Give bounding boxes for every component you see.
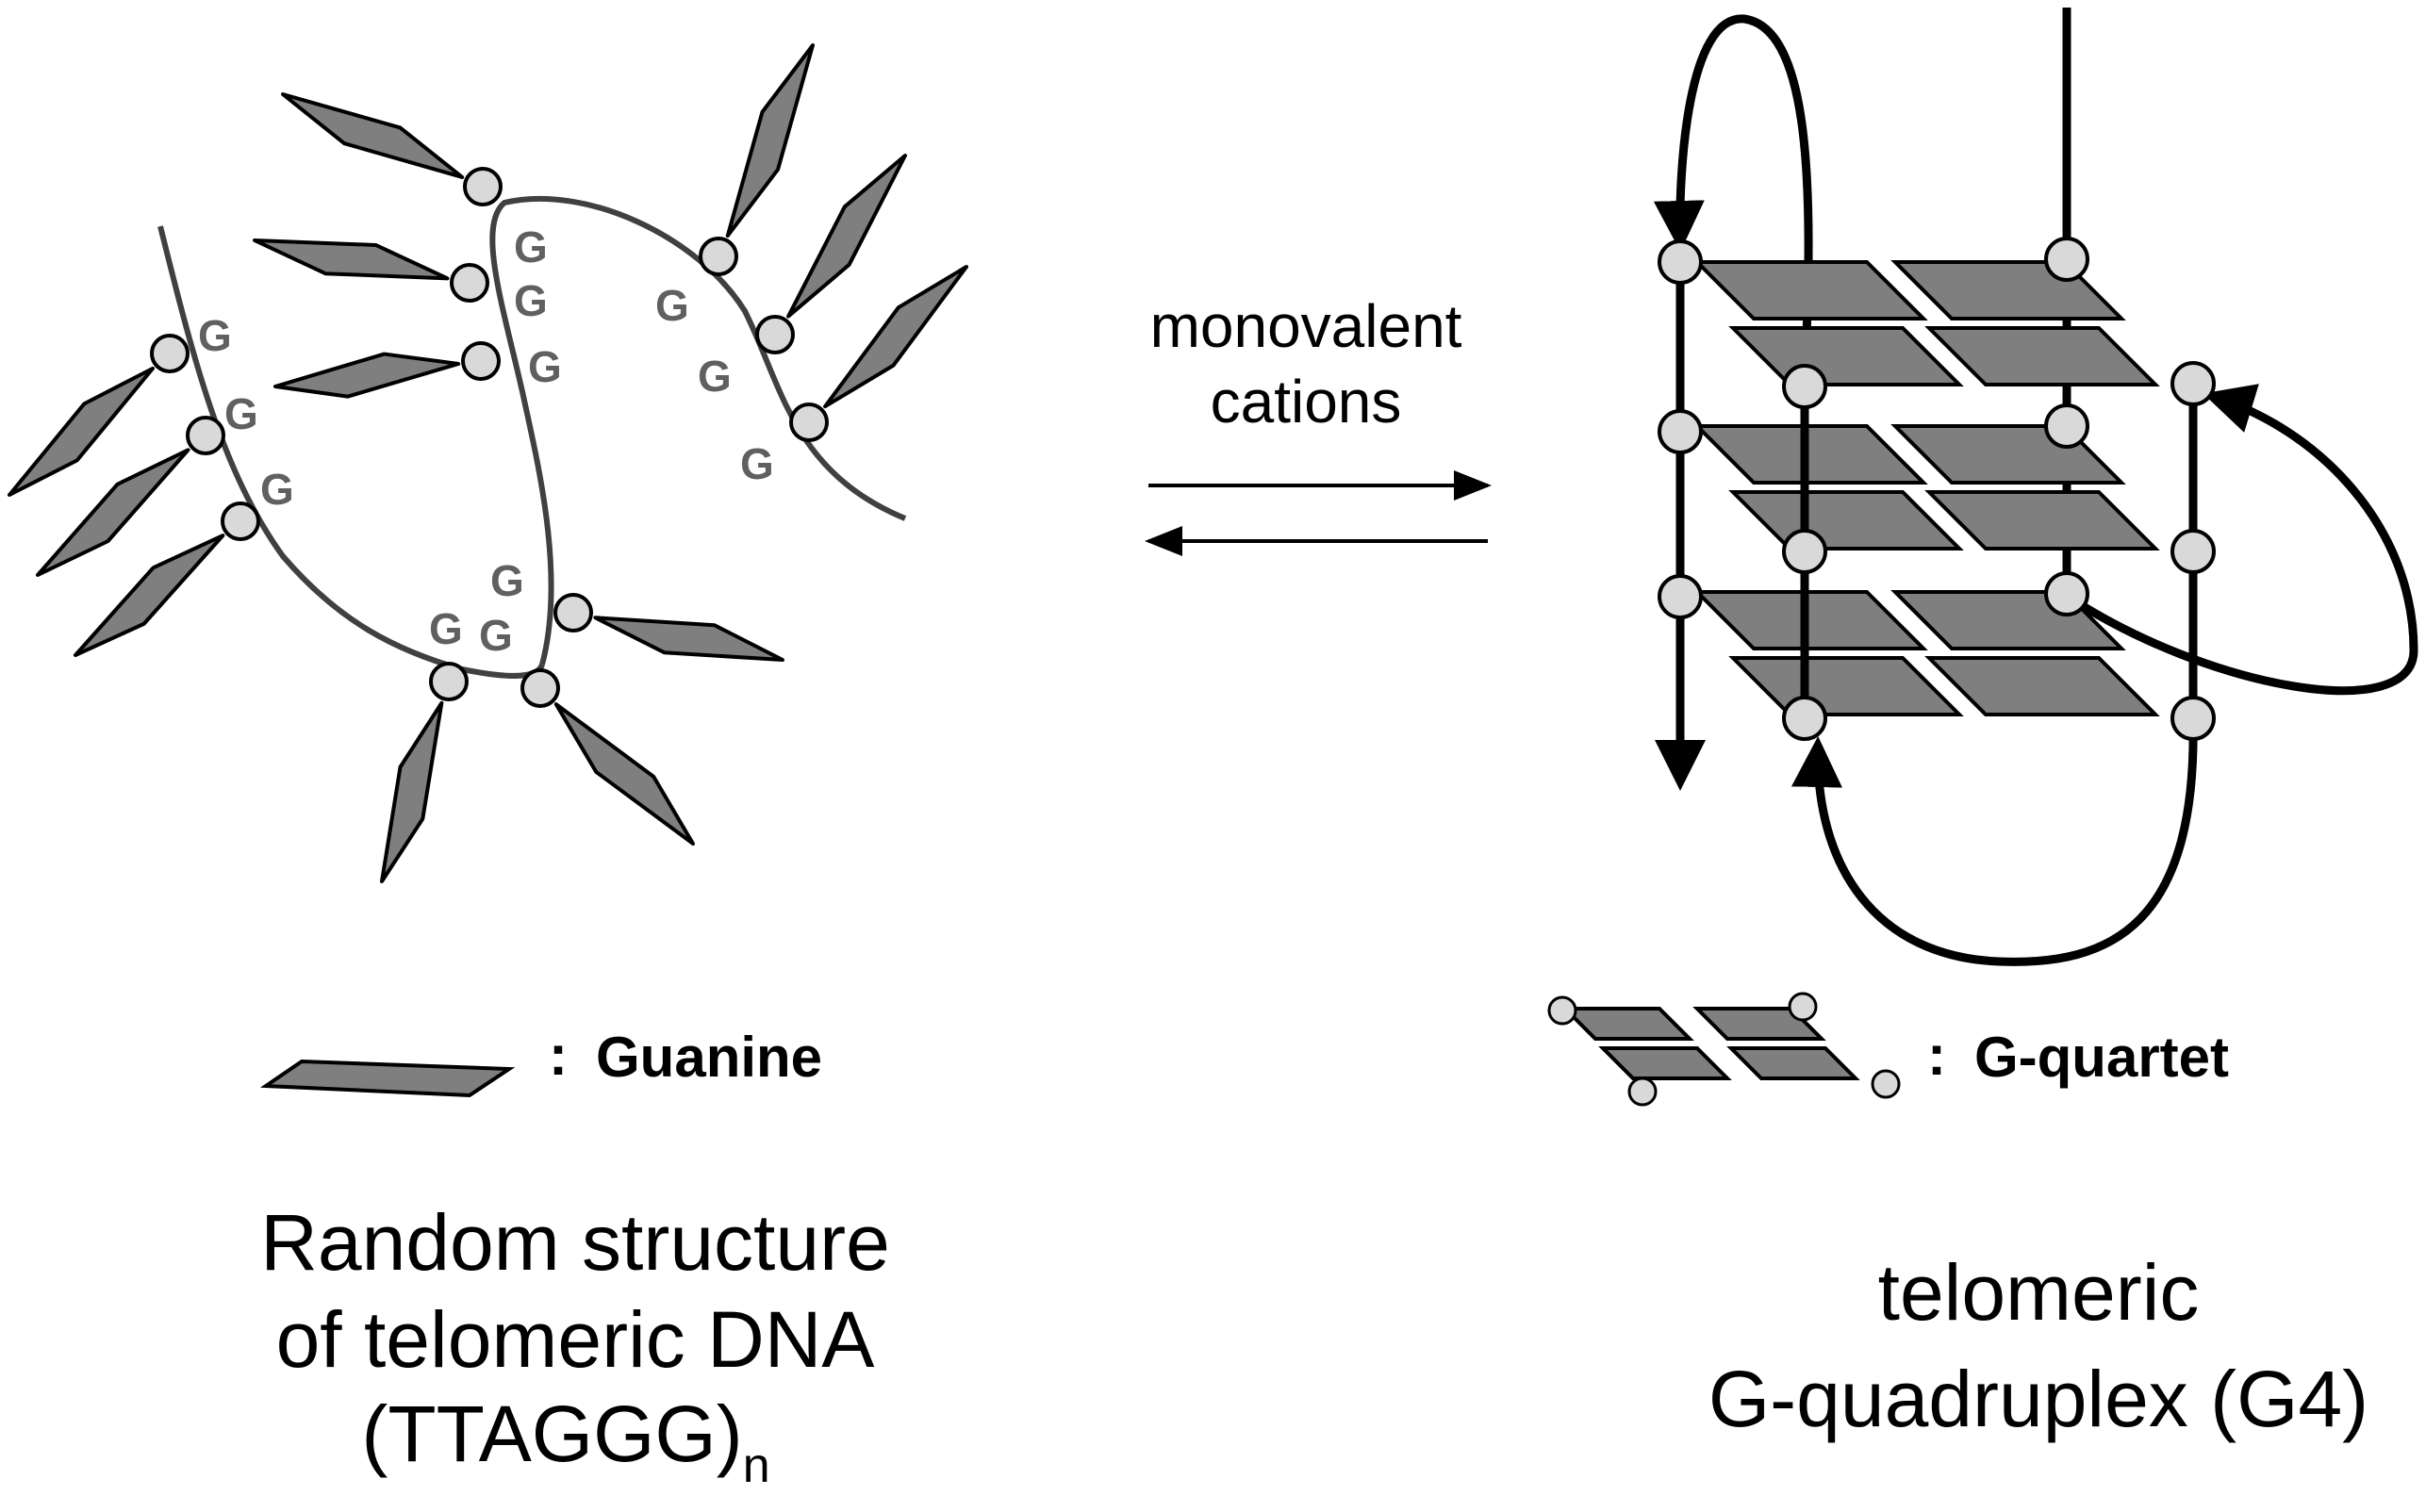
caption-line-3: (TTAGGG)n: [361, 1389, 769, 1493]
left-caption: Random structure of telomeric DNA (TTAGG…: [260, 1198, 890, 1493]
caption-line-2: of telomeric DNA: [276, 1295, 875, 1384]
guanine-plate: [823, 265, 968, 409]
phosphate-bead: [150, 334, 190, 373]
quartet-plate: [1692, 590, 1928, 650]
caption-subscript: n: [743, 1438, 770, 1493]
phosphate-bead: [1782, 364, 1827, 409]
legend-separator: :: [549, 1024, 568, 1087]
caption-line-1: Random structure: [260, 1198, 890, 1287]
phosphate-bead: [1547, 995, 1577, 1026]
g-quartet-icon: [1547, 992, 1901, 1107]
phosphate-bead: [1788, 992, 1818, 1022]
phosphate-bead: [699, 237, 738, 276]
guanine-plate: [593, 616, 784, 662]
dna-strand-middle: [489, 196, 907, 666]
g-letter: G: [490, 556, 524, 605]
phosphate-bead: [2170, 361, 2216, 406]
quartet-plate: [1726, 1046, 1860, 1080]
phosphate-bead: [2044, 571, 2089, 616]
guanine-plate: [786, 154, 907, 319]
g-letter: G: [655, 281, 689, 330]
g-letter: G: [698, 352, 732, 401]
phosphate-bead: [1871, 1069, 1901, 1099]
phosphate-bead: [1658, 239, 1703, 285]
phosphate-bead: [450, 263, 489, 303]
g-letter: G: [429, 604, 463, 653]
phosphate-bead: [429, 662, 469, 701]
phosphate-bead: [2170, 696, 2216, 741]
g-letter: G: [514, 276, 548, 325]
random-structure-diagram: G G G G G G G G G G G G: [8, 43, 968, 883]
loop-top: [1653, 14, 1813, 378]
caption-line-1: telomeric: [1878, 1248, 2200, 1337]
guanine-plate-icon: [259, 1059, 516, 1098]
guanine-plates: [8, 43, 968, 883]
guanine-plate: [36, 448, 190, 577]
guanine-plate: [253, 238, 450, 281]
phosphate-bead: [1782, 529, 1827, 574]
phosphate-bead: [1627, 1076, 1658, 1107]
phosphate-bead: [461, 341, 501, 381]
quartet-plate: [1728, 656, 1964, 716]
phosphate-bead: [755, 315, 795, 354]
guanine-plate: [74, 534, 225, 657]
guanine-plate: [8, 366, 156, 497]
quartet-plate: [1890, 260, 2126, 320]
g-letter: G: [198, 311, 232, 360]
phosphate-beads: [1658, 237, 2216, 741]
g-letter: G: [528, 342, 562, 391]
guanine-legend-label: Guanine: [596, 1026, 822, 1089]
guanine-plate: [553, 702, 695, 846]
quartet-plate: [1728, 490, 1964, 551]
phosphate-bead: [1658, 574, 1703, 619]
right-caption: telomeric G-quadruplex (G4): [1708, 1248, 2368, 1443]
quartet-plate: [1924, 656, 2160, 716]
g-letter: G: [224, 389, 258, 438]
phosphate-bead: [520, 668, 560, 708]
g-letter: G: [479, 611, 513, 660]
loop-right: [2064, 384, 2418, 696]
quartet-plate: [1598, 1046, 1732, 1080]
g-quartet-legend: : G-quartet: [1547, 992, 2229, 1107]
legend-separator: :: [1927, 1024, 1946, 1087]
g-quadruplex-diagram: [1653, 8, 2418, 966]
g-letter: G: [514, 222, 548, 271]
phosphate-bead: [463, 167, 503, 206]
phosphate-bead: [2044, 237, 2089, 282]
guanine-plate: [380, 700, 444, 883]
quartet-plate: [1692, 260, 1928, 320]
quartet-plate: [1692, 1007, 1826, 1041]
guanine-plate: [273, 352, 461, 399]
quartet-plate: [1692, 424, 1928, 485]
quartet-plate: [1728, 326, 1964, 386]
g-letter: G: [260, 465, 294, 514]
dna-strand-left: [157, 225, 545, 679]
caption-sequence: (TTAGGG): [361, 1389, 742, 1478]
guanine-plate: [281, 92, 465, 179]
guanine-letters: G G G G G G G G G G G G: [198, 222, 774, 660]
phosphate-bead: [186, 416, 225, 455]
phosphate-bead: [789, 403, 829, 442]
phosphate-bead: [1658, 409, 1703, 454]
phosphate-bead: [2170, 529, 2216, 574]
quartet-plate: [1924, 326, 2160, 386]
caption-line-2: G-quadruplex (G4): [1708, 1355, 2368, 1443]
guanine-legend: : Guanine: [259, 1024, 822, 1098]
cation-label-line-2: cations: [1211, 368, 1402, 436]
equilibrium: monovalent cations: [1145, 292, 1492, 556]
phosphate-bead: [221, 501, 260, 541]
g-quartet-plates: [1692, 260, 2160, 716]
cation-label-line-1: monovalent: [1150, 292, 1462, 360]
phosphate-bead: [2044, 403, 2089, 449]
quartet-plate: [1924, 490, 2160, 551]
guanine-plate: [725, 43, 815, 238]
loop-bottom: [1791, 720, 2198, 966]
phosphate-bead: [1782, 696, 1827, 741]
phosphate-bead: [553, 593, 593, 633]
g-letter: G: [740, 439, 774, 488]
g-quartet-legend-label: G-quartet: [1974, 1026, 2229, 1089]
quartet-plate: [1560, 1007, 1694, 1041]
